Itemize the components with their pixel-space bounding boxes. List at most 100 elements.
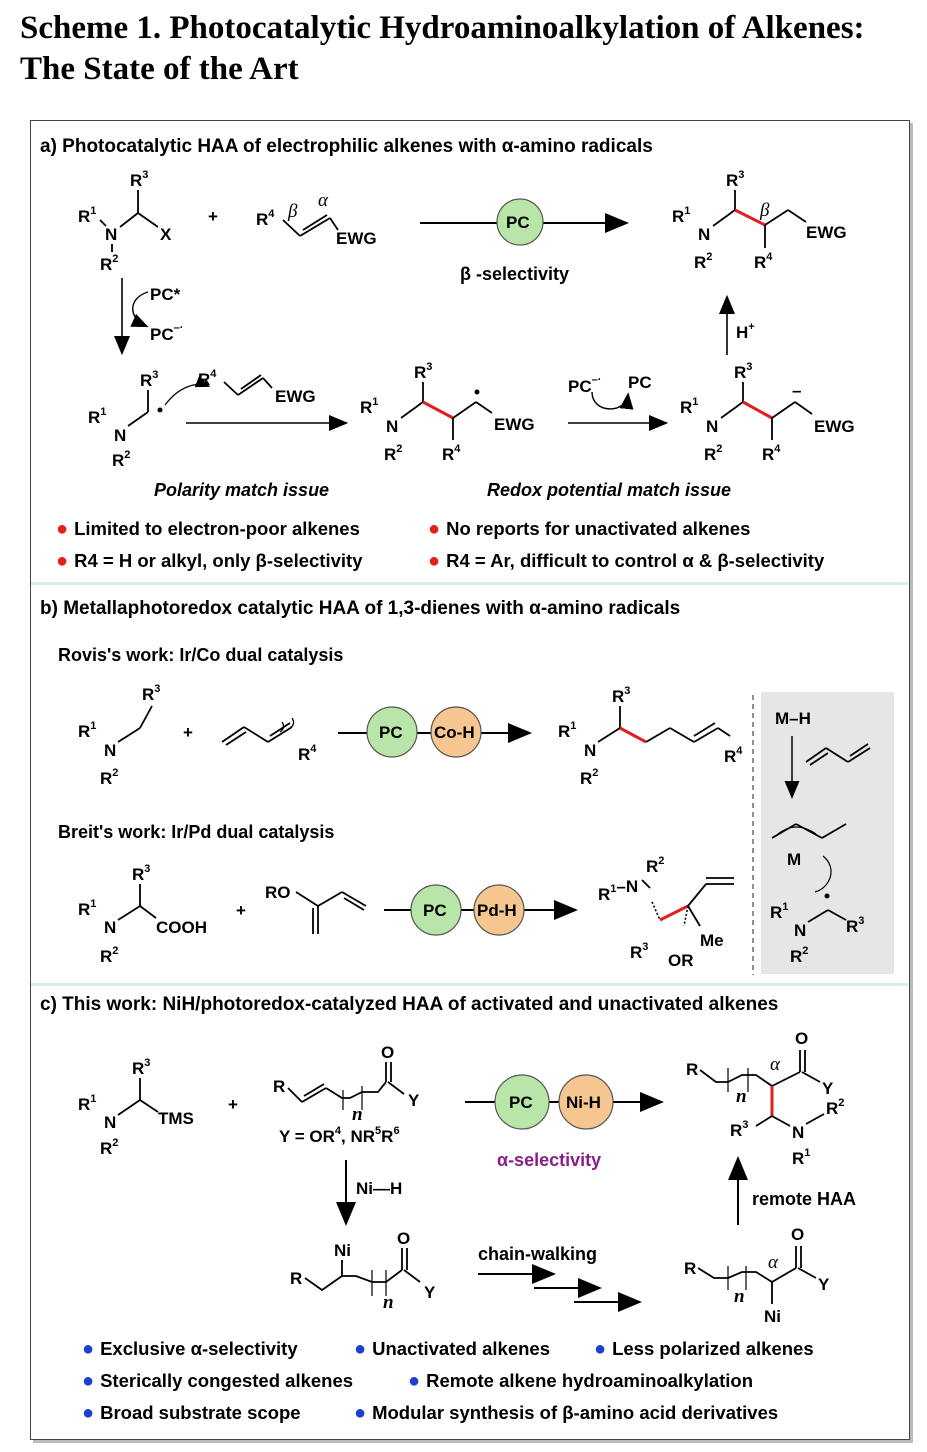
svg-text:N: N — [104, 741, 116, 760]
svg-text:R1: R1 — [680, 396, 698, 417]
alpha-amino-radical: R1 N R3 R2 — [88, 369, 211, 470]
pc-label-rovis: PC — [379, 723, 403, 742]
svg-text:+: + — [236, 901, 246, 920]
svg-text:R4: R4 — [298, 743, 317, 764]
svg-text:R1: R1 — [88, 406, 106, 427]
svg-text:RO: RO — [265, 883, 291, 902]
svg-text:R4: R4 — [198, 368, 217, 389]
amine-reactant: R1 N R3 X R2 — [78, 169, 172, 274]
panel-b-scheme: R1 N R3 R2 + R4 PC Co-H R1 N R3 R4 R2 M–… — [78, 683, 894, 975]
svg-text:O: O — [397, 1229, 410, 1248]
bullet-c-1: ●Exclusive α-selectivity — [82, 1338, 298, 1360]
alpha-selectivity: α-selectivity — [497, 1150, 601, 1170]
anion-intermediate: R1 N R3 – EWG R2 R4 — [680, 361, 855, 464]
svg-text:O: O — [381, 1043, 394, 1062]
svg-text:R2: R2 — [704, 443, 722, 464]
svg-text:R1: R1 — [360, 396, 378, 417]
chain-walking-label: chain-walking — [478, 1244, 597, 1264]
svg-text:PC–·: PC–· — [568, 374, 601, 396]
svg-text:EWG: EWG — [494, 415, 535, 434]
beta-selectivity-label: β -selectivity — [460, 264, 569, 284]
svg-text:R1: R1 — [672, 205, 690, 226]
svg-text:N: N — [698, 225, 710, 244]
rovis-amine: R1 N R3 R2 — [78, 683, 160, 788]
scheme-title: Scheme 1. Photocatalytic Hydroaminoalkyl… — [20, 8, 920, 90]
ni-h-step: Ni—H — [356, 1179, 402, 1198]
svg-text:PC*: PC* — [150, 285, 181, 304]
svg-text:N: N — [706, 417, 718, 436]
product-a: R1 N R3 β EWG R2 R4 — [672, 169, 847, 272]
title-line-2: The State of the Art — [20, 51, 299, 87]
pc-label-c: PC — [509, 1093, 533, 1112]
svg-text:R3: R3 — [140, 369, 158, 390]
svg-text:COOH: COOH — [156, 918, 207, 937]
svg-text:EWG: EWG — [275, 387, 316, 406]
svg-text:R2: R2 — [826, 1097, 844, 1118]
svg-text:R3: R3 — [142, 683, 160, 704]
svg-text:R2: R2 — [100, 945, 118, 966]
svg-text:n: n — [734, 1286, 745, 1307]
svg-text:M: M — [787, 850, 801, 869]
svg-text:R1: R1 — [78, 898, 96, 919]
svg-text:α: α — [770, 1054, 781, 1075]
svg-text:X: X — [160, 225, 172, 244]
svg-text:R2: R2 — [100, 253, 118, 274]
svg-text:N: N — [386, 417, 398, 436]
svg-text:R2: R2 — [100, 1137, 118, 1158]
svg-text:R: R — [273, 1077, 285, 1096]
svg-text:R2: R2 — [646, 855, 664, 876]
svg-text:N: N — [792, 1123, 804, 1142]
radical-intermediate: R1 N R3 EWG R2 R4 — [360, 361, 535, 464]
svg-text:Y: Y — [424, 1283, 436, 1302]
bullet-c-6: ●Broad substrate scope — [82, 1402, 301, 1424]
svg-text:R3: R3 — [734, 361, 752, 382]
bullet-a-2: ●No reports for unactivated alkenes — [428, 518, 751, 540]
svg-text:R2: R2 — [112, 449, 130, 470]
svg-text:n: n — [736, 1086, 747, 1107]
svg-text:α: α — [318, 190, 329, 211]
svg-text:+: + — [208, 207, 218, 226]
pc-label-a: PC — [506, 213, 530, 232]
tms-amine: R1 N R3 TMS R2 — [78, 1057, 194, 1158]
polarity-issue: Polarity match issue — [154, 480, 330, 500]
panel-b-heading: b) Metallaphotoredox catalytic HAA of 1,… — [40, 598, 681, 619]
ni-h-catalyst-label: Ni-H — [566, 1093, 601, 1112]
svg-text:R3: R3 — [730, 1119, 748, 1140]
panel-c-heading: c) This work: NiH/photoredox-catalyzed H… — [40, 994, 779, 1015]
svg-text:R3: R3 — [132, 1057, 150, 1078]
svg-text:n: n — [383, 1292, 394, 1313]
bullet-c-2: ●Unactivated alkenes — [354, 1338, 550, 1360]
svg-text:EWG: EWG — [814, 417, 855, 436]
svg-text:R: R — [290, 1269, 302, 1288]
mechanism-box — [761, 692, 894, 974]
remote-haa: remote HAA — [752, 1189, 856, 1209]
breit-label: Breit's work: Ir/Pd dual catalysis — [58, 822, 335, 842]
breit-diene: RO — [265, 883, 367, 934]
svg-text:R2: R2 — [694, 251, 712, 272]
svg-text:N: N — [105, 225, 117, 244]
co-h-label: Co-H — [434, 723, 475, 742]
svg-text:R3: R3 — [612, 685, 630, 706]
svg-text:PC–·: PC–· — [150, 322, 183, 344]
svg-text:R3: R3 — [132, 863, 150, 884]
bullet-a-3: ●R4 = H or alkyl, only β-selectivity — [56, 550, 363, 572]
y-definition: Y = OR4, NR5R6 — [279, 1125, 400, 1146]
svg-text:H+: H+ — [736, 321, 755, 342]
bullet-a-1: ●Limited to electron-poor alkenes — [56, 518, 360, 540]
svg-text:R3: R3 — [414, 361, 432, 382]
svg-text:R4: R4 — [762, 443, 781, 464]
svg-text:R4: R4 — [724, 745, 743, 766]
alkene-reactant: R4 β α EWG — [256, 190, 377, 248]
bullet-c-4: ●Sterically congested alkenes — [82, 1370, 354, 1392]
svg-text:R3: R3 — [630, 941, 648, 962]
svg-text:β: β — [759, 200, 770, 221]
bullet-c-7: ●Modular synthesis of β-amino acid deriv… — [354, 1402, 779, 1424]
svg-text:R1–N: R1–N — [598, 877, 638, 904]
svg-text:β: β — [287, 201, 298, 222]
breit-amino-acid: R1 N R3 COOH R2 — [78, 863, 207, 966]
separator-a-b — [31, 582, 908, 585]
svg-text:R3: R3 — [130, 169, 148, 190]
panel-a-scheme: R1 N R3 X R2 + R4 β α EWG PC β -selectiv… — [78, 169, 855, 470]
svg-text:n: n — [352, 1104, 363, 1125]
svg-text:N: N — [114, 426, 126, 445]
